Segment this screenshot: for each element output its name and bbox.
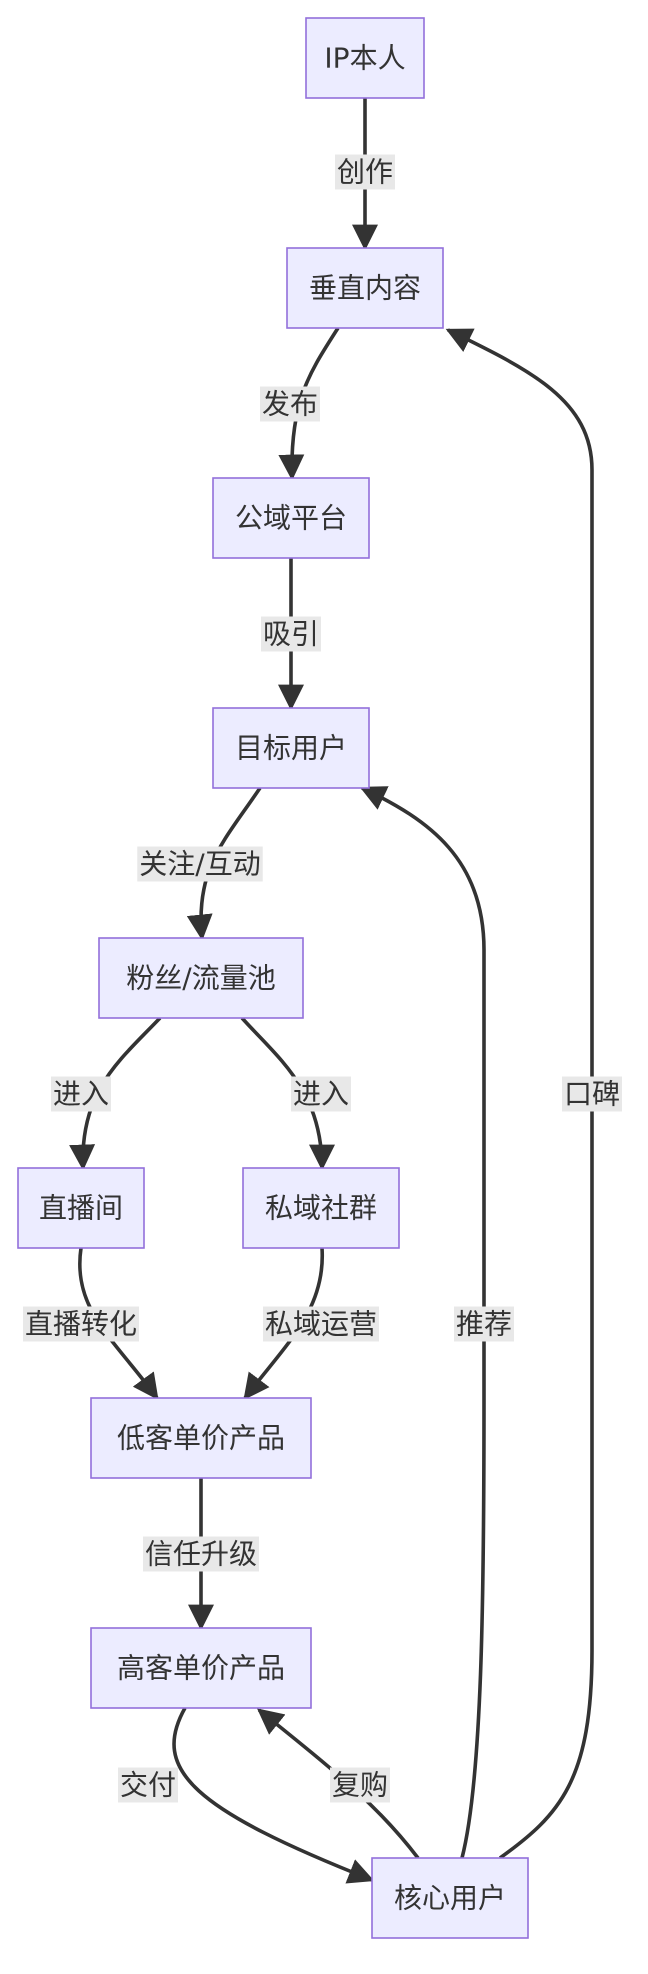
node-label: 粉丝/流量池 [126,962,275,995]
node-label: 直播间 [39,1192,123,1225]
node-content: 垂直内容 [286,247,444,329]
node-box [212,707,370,789]
edge-label-core-to-target: 推荐 [453,1306,515,1342]
edge-high-to-core [172,1707,375,1884]
node-live: 直播间 [17,1167,145,1249]
node-box [286,247,444,329]
edge-label-background [50,1076,112,1112]
node-fans: 粉丝/流量池 [98,937,304,1019]
edge-core-to-target [359,786,486,1859]
edge-core-to-content [445,328,594,1860]
edge-label-content-to-platform: 发布 [259,386,321,422]
edge-label-background [290,1076,352,1112]
edge-label-core-to-high: 复购 [329,1767,391,1803]
node-box [90,1627,312,1709]
edge-label-background [329,1767,391,1803]
edge-label-text: 复购 [332,1769,388,1802]
edge-label-background [561,1076,623,1112]
edge-label-text: 发布 [262,388,318,421]
edge-label-text: 推荐 [456,1308,512,1341]
edge-label-target-to-fans: 关注/互动 [137,846,263,882]
node-label: 私域社群 [265,1192,377,1225]
edge-label-text: 进入 [293,1078,349,1111]
edge-label-live-to-low: 直播转化 [22,1306,140,1342]
node-box [242,1167,400,1249]
edge-label-text: 创作 [337,156,393,189]
node-platform: 公域平台 [212,477,370,559]
node-low: 低客单价产品 [90,1397,312,1479]
edge-label-text: 吸引 [263,618,319,651]
node-private: 私域社群 [242,1167,400,1249]
edge-label-low-to-high: 信任升级 [142,1536,260,1572]
node-core: 核心用户 [371,1857,529,1939]
edge-label-platform-to-target: 吸引 [260,616,322,652]
node-label: 核心用户 [394,1882,506,1915]
node-label: 垂直内容 [309,272,421,305]
edge-label-background [137,846,263,882]
node-label: 高客单价产品 [117,1652,285,1685]
edge-label-text: 关注/互动 [139,848,260,881]
edge-label-background [117,1767,179,1803]
node-box [90,1397,312,1479]
edge-label-text: 直播转化 [25,1308,137,1341]
edge-label-text: 交付 [120,1769,176,1802]
edge-label-fans-to-private: 进入 [290,1076,352,1112]
edge-label-ip-to-content: 创作 [334,154,396,190]
node-label: 目标用户 [235,732,347,765]
edge-label-text: 口碑 [564,1078,620,1111]
edge-label-background [142,1536,260,1572]
node-label: IP本人 [324,42,405,75]
edge-label-background [259,386,321,422]
edge-label-background [22,1306,140,1342]
edge-label-background [334,154,396,190]
edge-label-text: 信任升级 [145,1538,257,1571]
node-high: 高客单价产品 [90,1627,312,1709]
node-box [305,17,425,99]
node-box [98,937,304,1019]
edge-label-fans-to-live: 进入 [50,1076,112,1112]
edge-label-background [262,1306,380,1342]
node-target: 目标用户 [212,707,370,789]
edge-label-private-to-low: 私域运营 [262,1306,380,1342]
node-box [17,1167,145,1249]
node-box [212,477,370,559]
edge-label-high-to-core: 交付 [117,1767,179,1803]
node-label: 公域平台 [235,502,347,535]
node-box [371,1857,529,1939]
node-ip: IP本人 [305,17,425,99]
edge-label-core-to-content: 口碑 [561,1076,623,1112]
edge-label-text: 进入 [53,1078,109,1111]
edge-label-background [260,616,322,652]
node-label: 低客单价产品 [117,1422,285,1455]
edge-label-text: 私域运营 [265,1308,377,1341]
edge-label-background [453,1306,515,1342]
